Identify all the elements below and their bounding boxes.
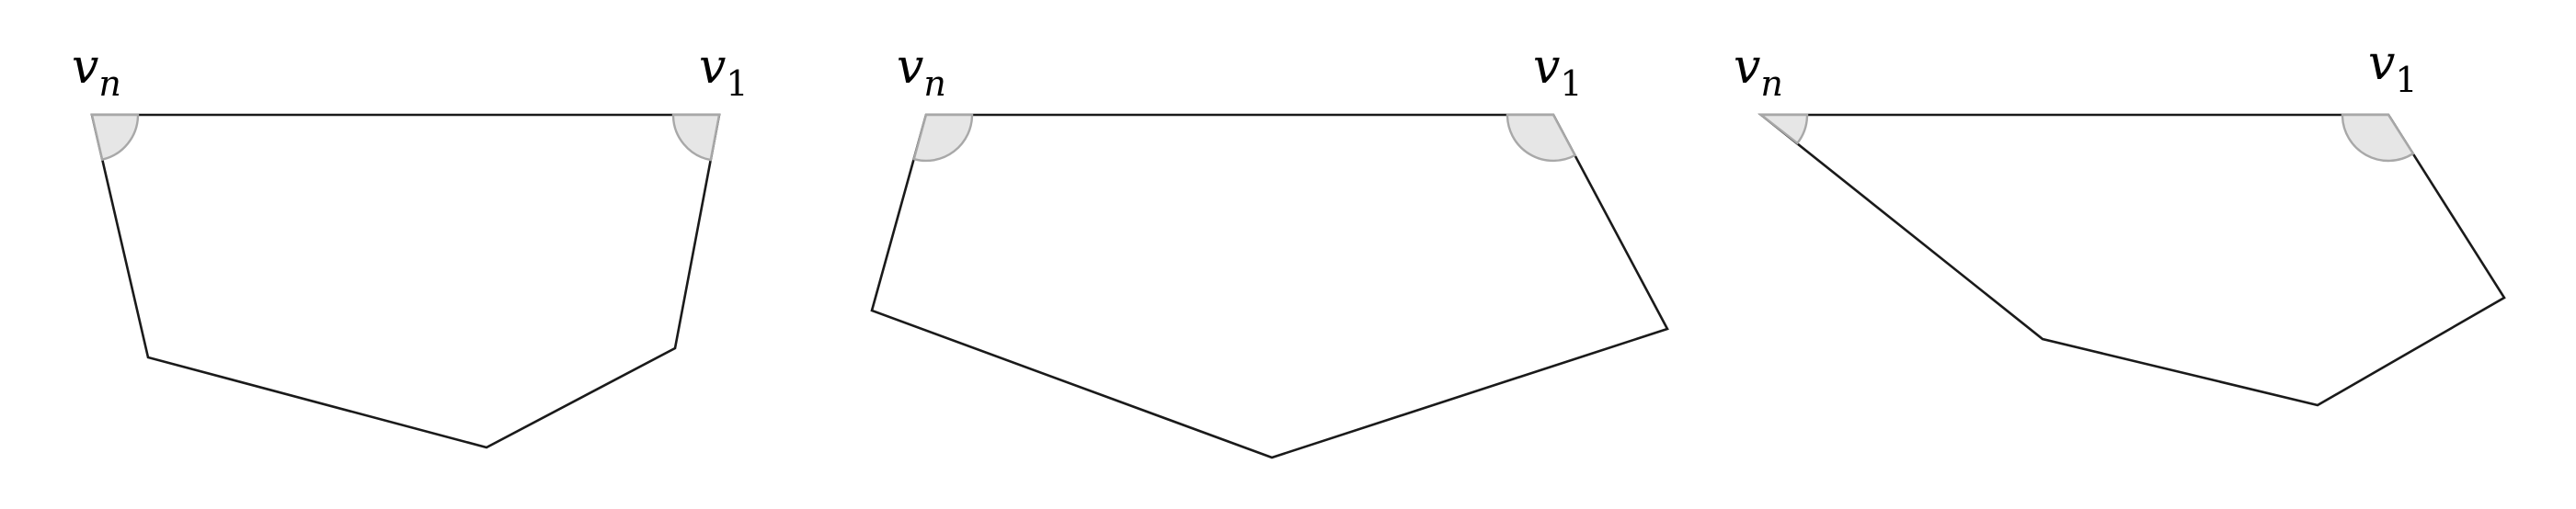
panel-2: vn v1 (870, 40, 1669, 459)
vertex-label-vn-3: vn (1734, 40, 1783, 104)
angle-v1-3 (2341, 113, 2415, 163)
angle-v1-1 (671, 113, 721, 162)
vertex-label-v1-2: v1 (1533, 40, 1583, 104)
angle-v1-2 (1506, 113, 1577, 163)
polygon-3 (1757, 113, 2506, 407)
vertex-label-vn-1: vn (72, 40, 121, 104)
vertex-label-vn-2: vn (897, 40, 946, 104)
vertex-label-v1-3: v1 (2368, 36, 2418, 100)
polygon-1 (90, 113, 721, 449)
angle-vn-2 (912, 113, 974, 163)
vertex-label-v1-1: v1 (699, 40, 749, 104)
panel-3: vn v1 (1734, 36, 2506, 407)
polygon-2 (870, 113, 1669, 459)
panel-1: vn v1 (72, 40, 749, 449)
angle-vn-1 (90, 113, 140, 162)
angle-vn-3 (1757, 113, 1809, 145)
